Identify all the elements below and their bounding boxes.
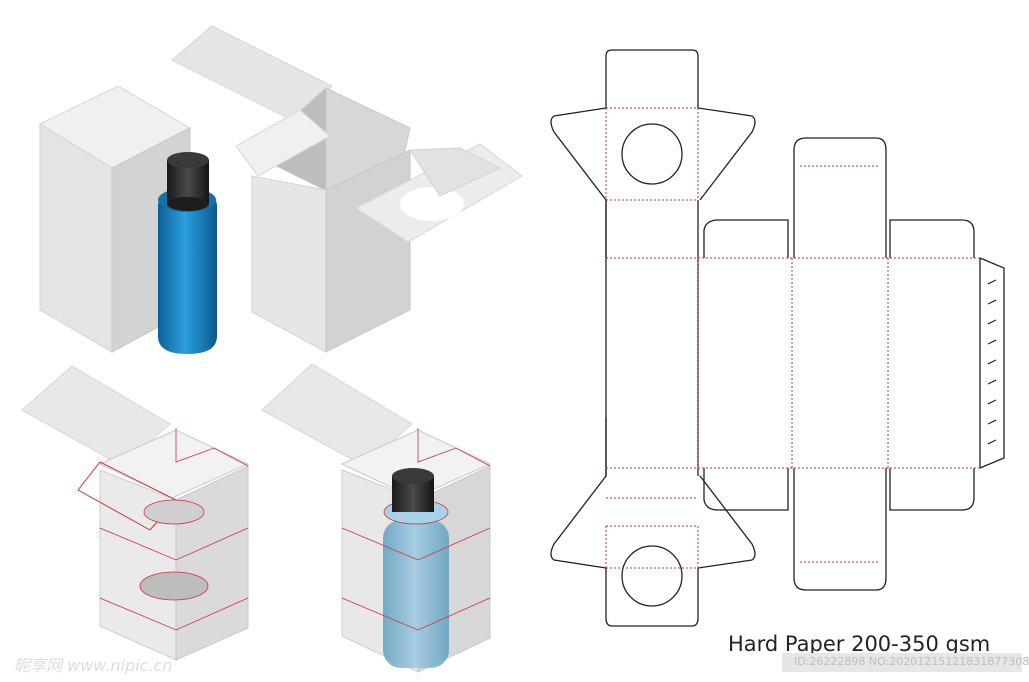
site-watermark: 昵享网 www.nipic.cn	[14, 656, 173, 675]
image-id-strip	[782, 653, 1022, 672]
dieline-icon	[550, 49, 1005, 627]
image-id-text: ID:26222898 NO:20201215121831877308	[794, 655, 1029, 668]
transparent-carton-bottle-icon	[261, 363, 492, 673]
transparent-carton-icon	[21, 365, 250, 661]
bottle-icon	[158, 152, 217, 354]
open-carton-icon	[171, 25, 523, 353]
material-caption: Hard Paper 200-350 gsm	[728, 632, 991, 656]
